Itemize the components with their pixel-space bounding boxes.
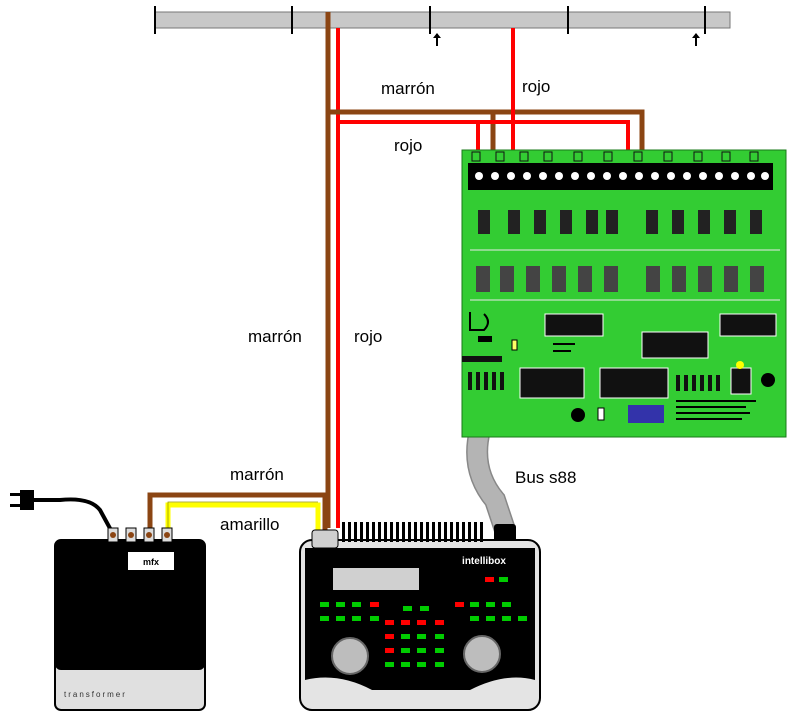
label-red-vertical: rojo (354, 327, 383, 346)
knob-icon (463, 635, 501, 673)
feedback-decoder-board (461, 149, 787, 438)
transformer: mfx transformer (54, 527, 206, 711)
brown-wire-bus (328, 109, 645, 160)
track (154, 6, 731, 46)
power-cable (30, 497, 114, 533)
power-plug-icon (10, 490, 34, 510)
label-brown-transformer: marrón (230, 465, 284, 484)
terminal-labels (471, 151, 759, 162)
transformer-terminals (107, 527, 173, 543)
component-row-1 (478, 210, 762, 234)
label-brown-top: marrón (381, 79, 435, 98)
transformer-label: transformer (64, 690, 127, 699)
isolation-marker (433, 33, 441, 46)
red-wire-bus (338, 120, 630, 160)
label-bus-s88: Bus s88 (515, 468, 577, 487)
board-led (736, 361, 744, 369)
knob-icon (331, 637, 369, 675)
intellibox-central-unit: intellibox (299, 522, 541, 711)
label-yellow-transformer: amarillo (220, 515, 280, 534)
display (333, 568, 419, 590)
brown-wire-transformer (147, 492, 328, 532)
label-red-top: rojo (522, 77, 551, 96)
screw-terminal-block (468, 163, 773, 190)
intellibox-brand: intellibox (462, 556, 506, 567)
component-row-2 (476, 266, 764, 292)
ic-chips (519, 313, 777, 399)
wires (30, 12, 645, 533)
isolation-marker (692, 33, 700, 46)
label-red-bus: rojo (394, 136, 423, 155)
label-brown-vertical: marrón (248, 327, 302, 346)
transformer-brand: mfx (143, 557, 159, 567)
led-keys (320, 577, 527, 667)
vent-fins (342, 522, 483, 542)
